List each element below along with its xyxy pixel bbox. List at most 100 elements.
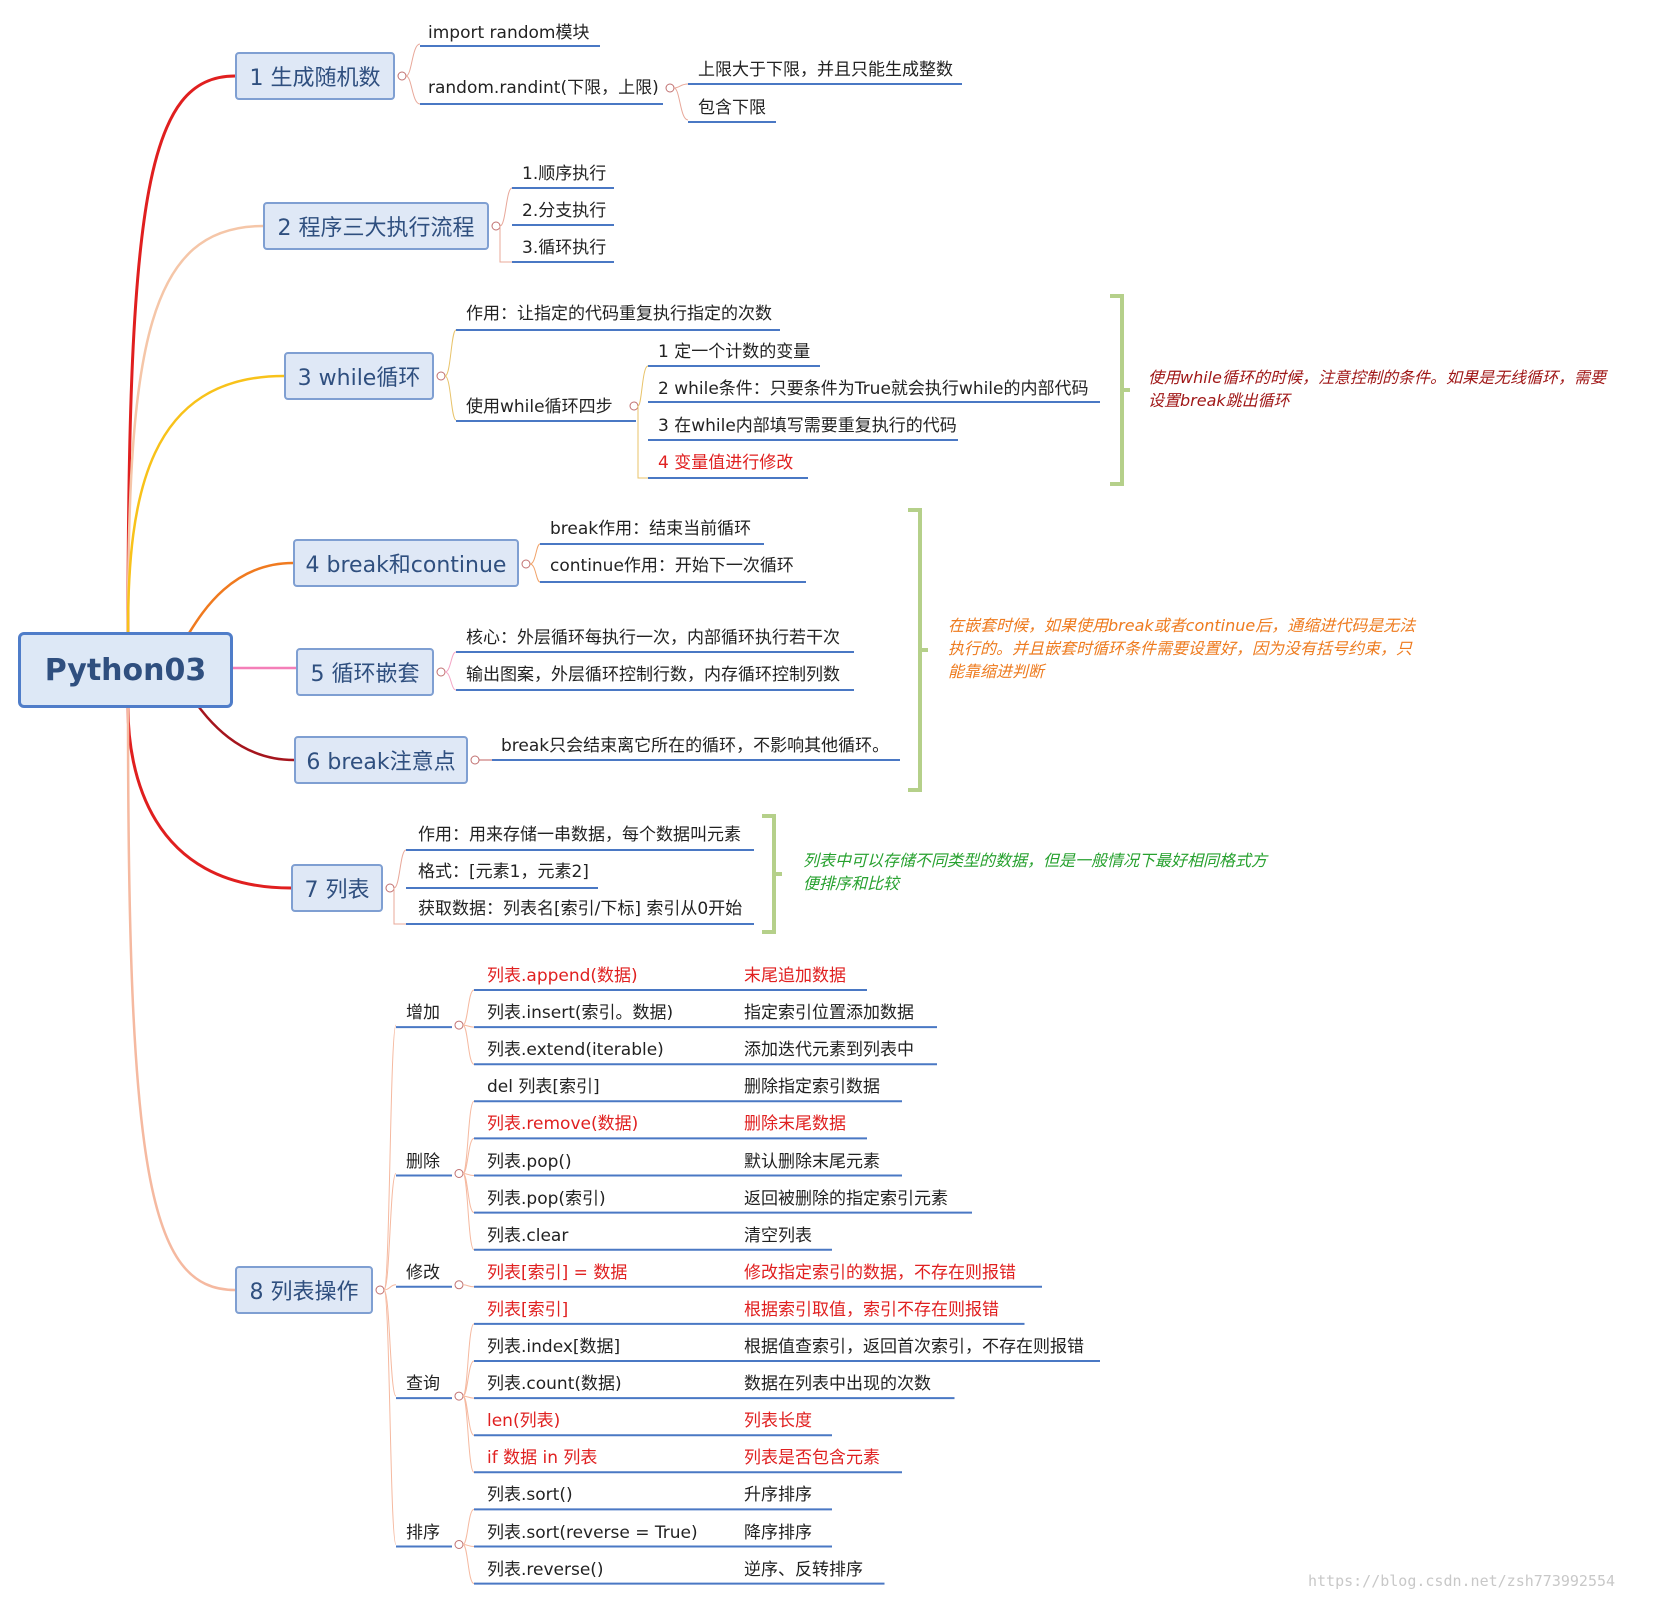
topic-break-continue[interactable]: 4 break和continue bbox=[293, 539, 519, 587]
ops-description[interactable]: 清空列表 bbox=[744, 1225, 812, 1246]
collapse-toggle[interactable] bbox=[375, 1285, 385, 1295]
topic-while-loop[interactable]: 3 while循环 bbox=[284, 352, 434, 400]
collapse-toggle[interactable] bbox=[629, 401, 639, 411]
branch-connector bbox=[383, 1289, 397, 1545]
import-random-item[interactable]: import random模块 bbox=[428, 23, 590, 43]
ops-description[interactable]: 列表是否包含元素 bbox=[744, 1448, 880, 1469]
ops-group-label[interactable]: 查询 bbox=[406, 1374, 440, 1395]
ops-method[interactable]: 列表.count(数据) bbox=[487, 1374, 622, 1395]
ops-description[interactable]: 根据值查索引，返回首次索引，不存在则报错 bbox=[744, 1337, 1084, 1357]
ops-description[interactable]: 列表长度 bbox=[744, 1411, 812, 1432]
collapse-toggle[interactable] bbox=[436, 371, 446, 381]
ops-method[interactable]: 列表.remove(数据) bbox=[487, 1114, 639, 1135]
list-purpose[interactable]: 作用：用来存储一串数据，每个数据叫元素 bbox=[418, 825, 741, 845]
ops-method[interactable]: 列表.sort() bbox=[487, 1485, 573, 1506]
flow-item-branch[interactable]: 2.分支执行 bbox=[522, 201, 607, 221]
ops-method[interactable]: 列表.clear bbox=[487, 1225, 569, 1246]
ops-description[interactable]: 数据在列表中出现的次数 bbox=[744, 1374, 931, 1395]
while-step-1[interactable]: 1 定一个计数的变量 bbox=[658, 342, 811, 362]
watermark: https://blog.csdn.net/zsh773992554 bbox=[1308, 1572, 1616, 1590]
topic-random-number[interactable]: 1 生成随机数 bbox=[235, 52, 395, 100]
ops-method[interactable]: 列表.insert(索引。数据) bbox=[487, 1003, 674, 1024]
collapse-toggle[interactable] bbox=[454, 1280, 464, 1290]
ops-group-label[interactable]: 增加 bbox=[406, 1003, 440, 1024]
topic-nested-loop[interactable]: 5 循环嵌套 bbox=[296, 648, 434, 696]
nested-core[interactable]: 核心：外层循环每执行一次，内部循环执行若干次 bbox=[466, 628, 840, 648]
collapse-toggle[interactable] bbox=[491, 221, 501, 231]
nested-break-note-line-3: 能靠缩进判断 bbox=[948, 662, 1045, 681]
topic-list[interactable]: 7 列表 bbox=[291, 864, 383, 912]
topic-list-operations[interactable]: 8 列表操作 bbox=[235, 1266, 373, 1314]
while-step-3[interactable]: 3 在while内部填写需要重复执行的代码 bbox=[658, 416, 957, 436]
list-access[interactable]: 获取数据：列表名[索引/下标] 索引从0开始 bbox=[418, 899, 743, 919]
root-connector bbox=[126, 707, 292, 890]
root-topic[interactable]: Python03 bbox=[18, 632, 233, 708]
ops-method[interactable]: 列表.extend(iterable) bbox=[487, 1040, 664, 1061]
while-purpose[interactable]: 作用：让指定的代码重复执行指定的次数 bbox=[466, 304, 772, 324]
ops-description[interactable]: 降序排序 bbox=[744, 1522, 812, 1543]
collapse-toggle[interactable] bbox=[454, 1020, 464, 1030]
ops-group-label[interactable]: 删除 bbox=[406, 1151, 440, 1172]
topic-break-note[interactable]: 6 break注意点 bbox=[294, 736, 468, 784]
ops-description[interactable]: 根据索引取值，索引不存在则报错 bbox=[744, 1299, 999, 1320]
nested-break-note-line-2: 执行的。并且嵌套时循环条件需要设置好，因为没有括号约束，只 bbox=[948, 639, 1413, 658]
collapse-toggle[interactable] bbox=[436, 667, 446, 677]
ops-method[interactable]: 列表.index[数据] bbox=[487, 1337, 621, 1357]
flow-item-loop[interactable]: 3.循环执行 bbox=[522, 238, 607, 258]
branch-connector bbox=[637, 365, 649, 479]
ops-description[interactable]: 删除指定索引数据 bbox=[744, 1077, 880, 1098]
collapse-toggle[interactable] bbox=[385, 883, 395, 893]
branch-connector bbox=[405, 43, 421, 105]
ops-method[interactable]: 列表.reverse() bbox=[487, 1559, 604, 1580]
ops-description[interactable]: 返回被删除的指定索引元素 bbox=[744, 1188, 948, 1209]
topic-execution-flow[interactable]: 2 程序三大执行流程 bbox=[263, 202, 489, 250]
while-step-4[interactable]: 4 变量值进行修改 bbox=[658, 453, 794, 473]
branch-connector bbox=[383, 1289, 397, 1397]
randint-item[interactable]: random.randint(下限，上限) bbox=[428, 78, 659, 98]
break-purpose[interactable]: break作用：结束当前循环 bbox=[550, 519, 752, 539]
list-format[interactable]: 格式：[元素1，元素2] bbox=[418, 862, 589, 882]
while-step-2[interactable]: 2 while条件：只要条件为True就会执行while的内部代码 bbox=[658, 379, 1089, 399]
ops-method[interactable]: 列表[索引] = 数据 bbox=[487, 1262, 628, 1283]
ops-description[interactable]: 升序排序 bbox=[744, 1485, 812, 1506]
ops-method[interactable]: 列表.append(数据) bbox=[487, 966, 638, 986]
ops-description[interactable]: 删除末尾数据 bbox=[744, 1114, 846, 1135]
collapse-toggle[interactable] bbox=[665, 83, 675, 93]
ops-method[interactable]: 列表.sort(reverse = True) bbox=[487, 1522, 698, 1543]
ops-method[interactable]: len(列表) bbox=[487, 1411, 561, 1432]
ops-group-label[interactable]: 修改 bbox=[406, 1262, 440, 1283]
ops-method[interactable]: 列表[索引] bbox=[487, 1299, 569, 1320]
branch-connector bbox=[462, 1360, 475, 1397]
ops-description[interactable]: 逆序、反转排序 bbox=[744, 1559, 863, 1580]
ops-description[interactable]: 默认删除末尾元素 bbox=[744, 1151, 880, 1172]
flow-item-sequence[interactable]: 1.顺序执行 bbox=[522, 164, 607, 184]
collapse-toggle[interactable] bbox=[397, 71, 407, 81]
collapse-toggle[interactable] bbox=[454, 1540, 464, 1549]
branch-connector bbox=[383, 1173, 397, 1291]
while-note-line-2: 设置break跳出循环 bbox=[1148, 391, 1290, 410]
collapse-toggle[interactable] bbox=[454, 1391, 464, 1401]
list-note-bracket bbox=[762, 814, 782, 934]
ops-description[interactable]: 修改指定索引的数据，不存在则报错 bbox=[744, 1262, 1016, 1283]
ops-method[interactable]: 列表.pop(索引) bbox=[487, 1188, 606, 1209]
collapse-toggle[interactable] bbox=[521, 559, 531, 569]
randint-condition-1[interactable]: 上限大于下限，并且只能生成整数 bbox=[698, 60, 953, 80]
collapse-toggle[interactable] bbox=[454, 1169, 464, 1178]
continue-purpose[interactable]: continue作用：开始下一次循环 bbox=[550, 556, 794, 576]
branch-connector bbox=[529, 543, 541, 583]
ops-method[interactable]: if 数据 in 列表 bbox=[487, 1448, 598, 1469]
ops-method[interactable]: 列表.pop() bbox=[487, 1151, 572, 1172]
ops-description[interactable]: 添加迭代元素到列表中 bbox=[744, 1040, 914, 1061]
collapse-toggle[interactable] bbox=[470, 755, 480, 765]
while-steps-label[interactable]: 使用while循环四步 bbox=[466, 397, 613, 417]
ops-description[interactable]: 指定索引位置添加数据 bbox=[744, 1003, 914, 1024]
branch-connector bbox=[462, 1173, 475, 1251]
root-connector bbox=[126, 374, 285, 633]
nested-pattern[interactable]: 输出图案，外层循环控制行数，内存循环控制列数 bbox=[466, 665, 840, 685]
ops-method[interactable]: del 列表[索引] bbox=[487, 1077, 600, 1098]
ops-description[interactable]: 末尾追加数据 bbox=[744, 966, 846, 986]
randint-condition-2[interactable]: 包含下限 bbox=[698, 98, 766, 118]
break-note-item[interactable]: break只会结束离它所在的循环，不影响其他循环。 bbox=[501, 736, 890, 756]
ops-group-label[interactable]: 排序 bbox=[406, 1522, 440, 1543]
